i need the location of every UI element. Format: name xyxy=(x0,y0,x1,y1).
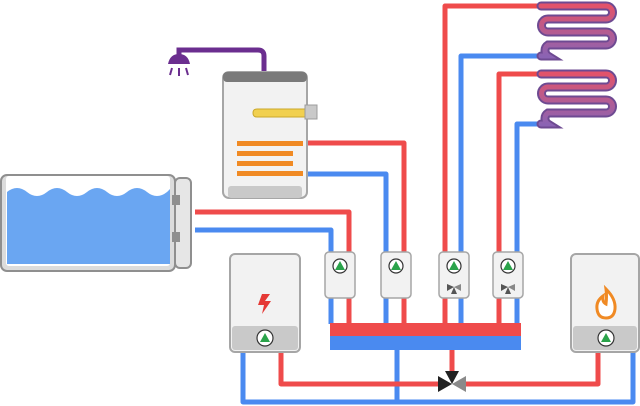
three-way-valve-icon xyxy=(438,371,466,392)
water-heater-boiler xyxy=(168,47,318,199)
lightning-bolt-icon xyxy=(258,294,271,314)
immersion-heater-element xyxy=(252,108,310,118)
pipes xyxy=(195,3,636,405)
water-surface xyxy=(7,188,170,264)
pump-arrow-icon xyxy=(500,258,516,274)
pump-module-4 xyxy=(492,251,524,299)
pump-arrow-icon xyxy=(332,258,348,274)
electric-boiler-flow-pipe xyxy=(278,352,438,387)
pump-module-1 xyxy=(324,251,356,299)
pump-module-3 xyxy=(438,251,470,299)
pump-arrow-icon xyxy=(597,329,615,347)
water-tank xyxy=(0,174,192,272)
electric-boiler xyxy=(229,253,301,353)
heating-coil-upper xyxy=(536,1,617,61)
mixing-valve-icon xyxy=(447,284,461,294)
gas-boiler-flow-pipe xyxy=(466,352,601,387)
shower-pipe xyxy=(176,47,267,72)
heating-coil-icon xyxy=(237,141,303,176)
pump-module-2 xyxy=(380,251,412,299)
mixing-valve-icon xyxy=(501,284,515,294)
pump-arrow-icon xyxy=(388,258,404,274)
coil-lower-hot-pipe xyxy=(496,71,541,256)
pump-arrow-icon xyxy=(446,258,462,274)
gas-boiler xyxy=(570,253,640,353)
coil-lower-cold-pipe xyxy=(514,121,541,256)
shower-head-icon xyxy=(168,54,190,76)
tank-cold-pipe xyxy=(195,227,334,256)
heating-coil-lower xyxy=(536,69,617,129)
pump-arrow-icon xyxy=(256,329,274,347)
coil-upper-hot-pipe xyxy=(442,3,541,256)
heater-cold-pipe xyxy=(308,171,389,256)
flame-icon xyxy=(595,284,617,320)
electric-boiler-return-pipe xyxy=(240,352,636,405)
coil-upper-cold-pipe xyxy=(458,53,541,256)
tank-hot-pipe xyxy=(195,209,352,256)
hydraulic-separator-manifold xyxy=(330,323,521,350)
heater-hot-pipe xyxy=(308,140,407,256)
